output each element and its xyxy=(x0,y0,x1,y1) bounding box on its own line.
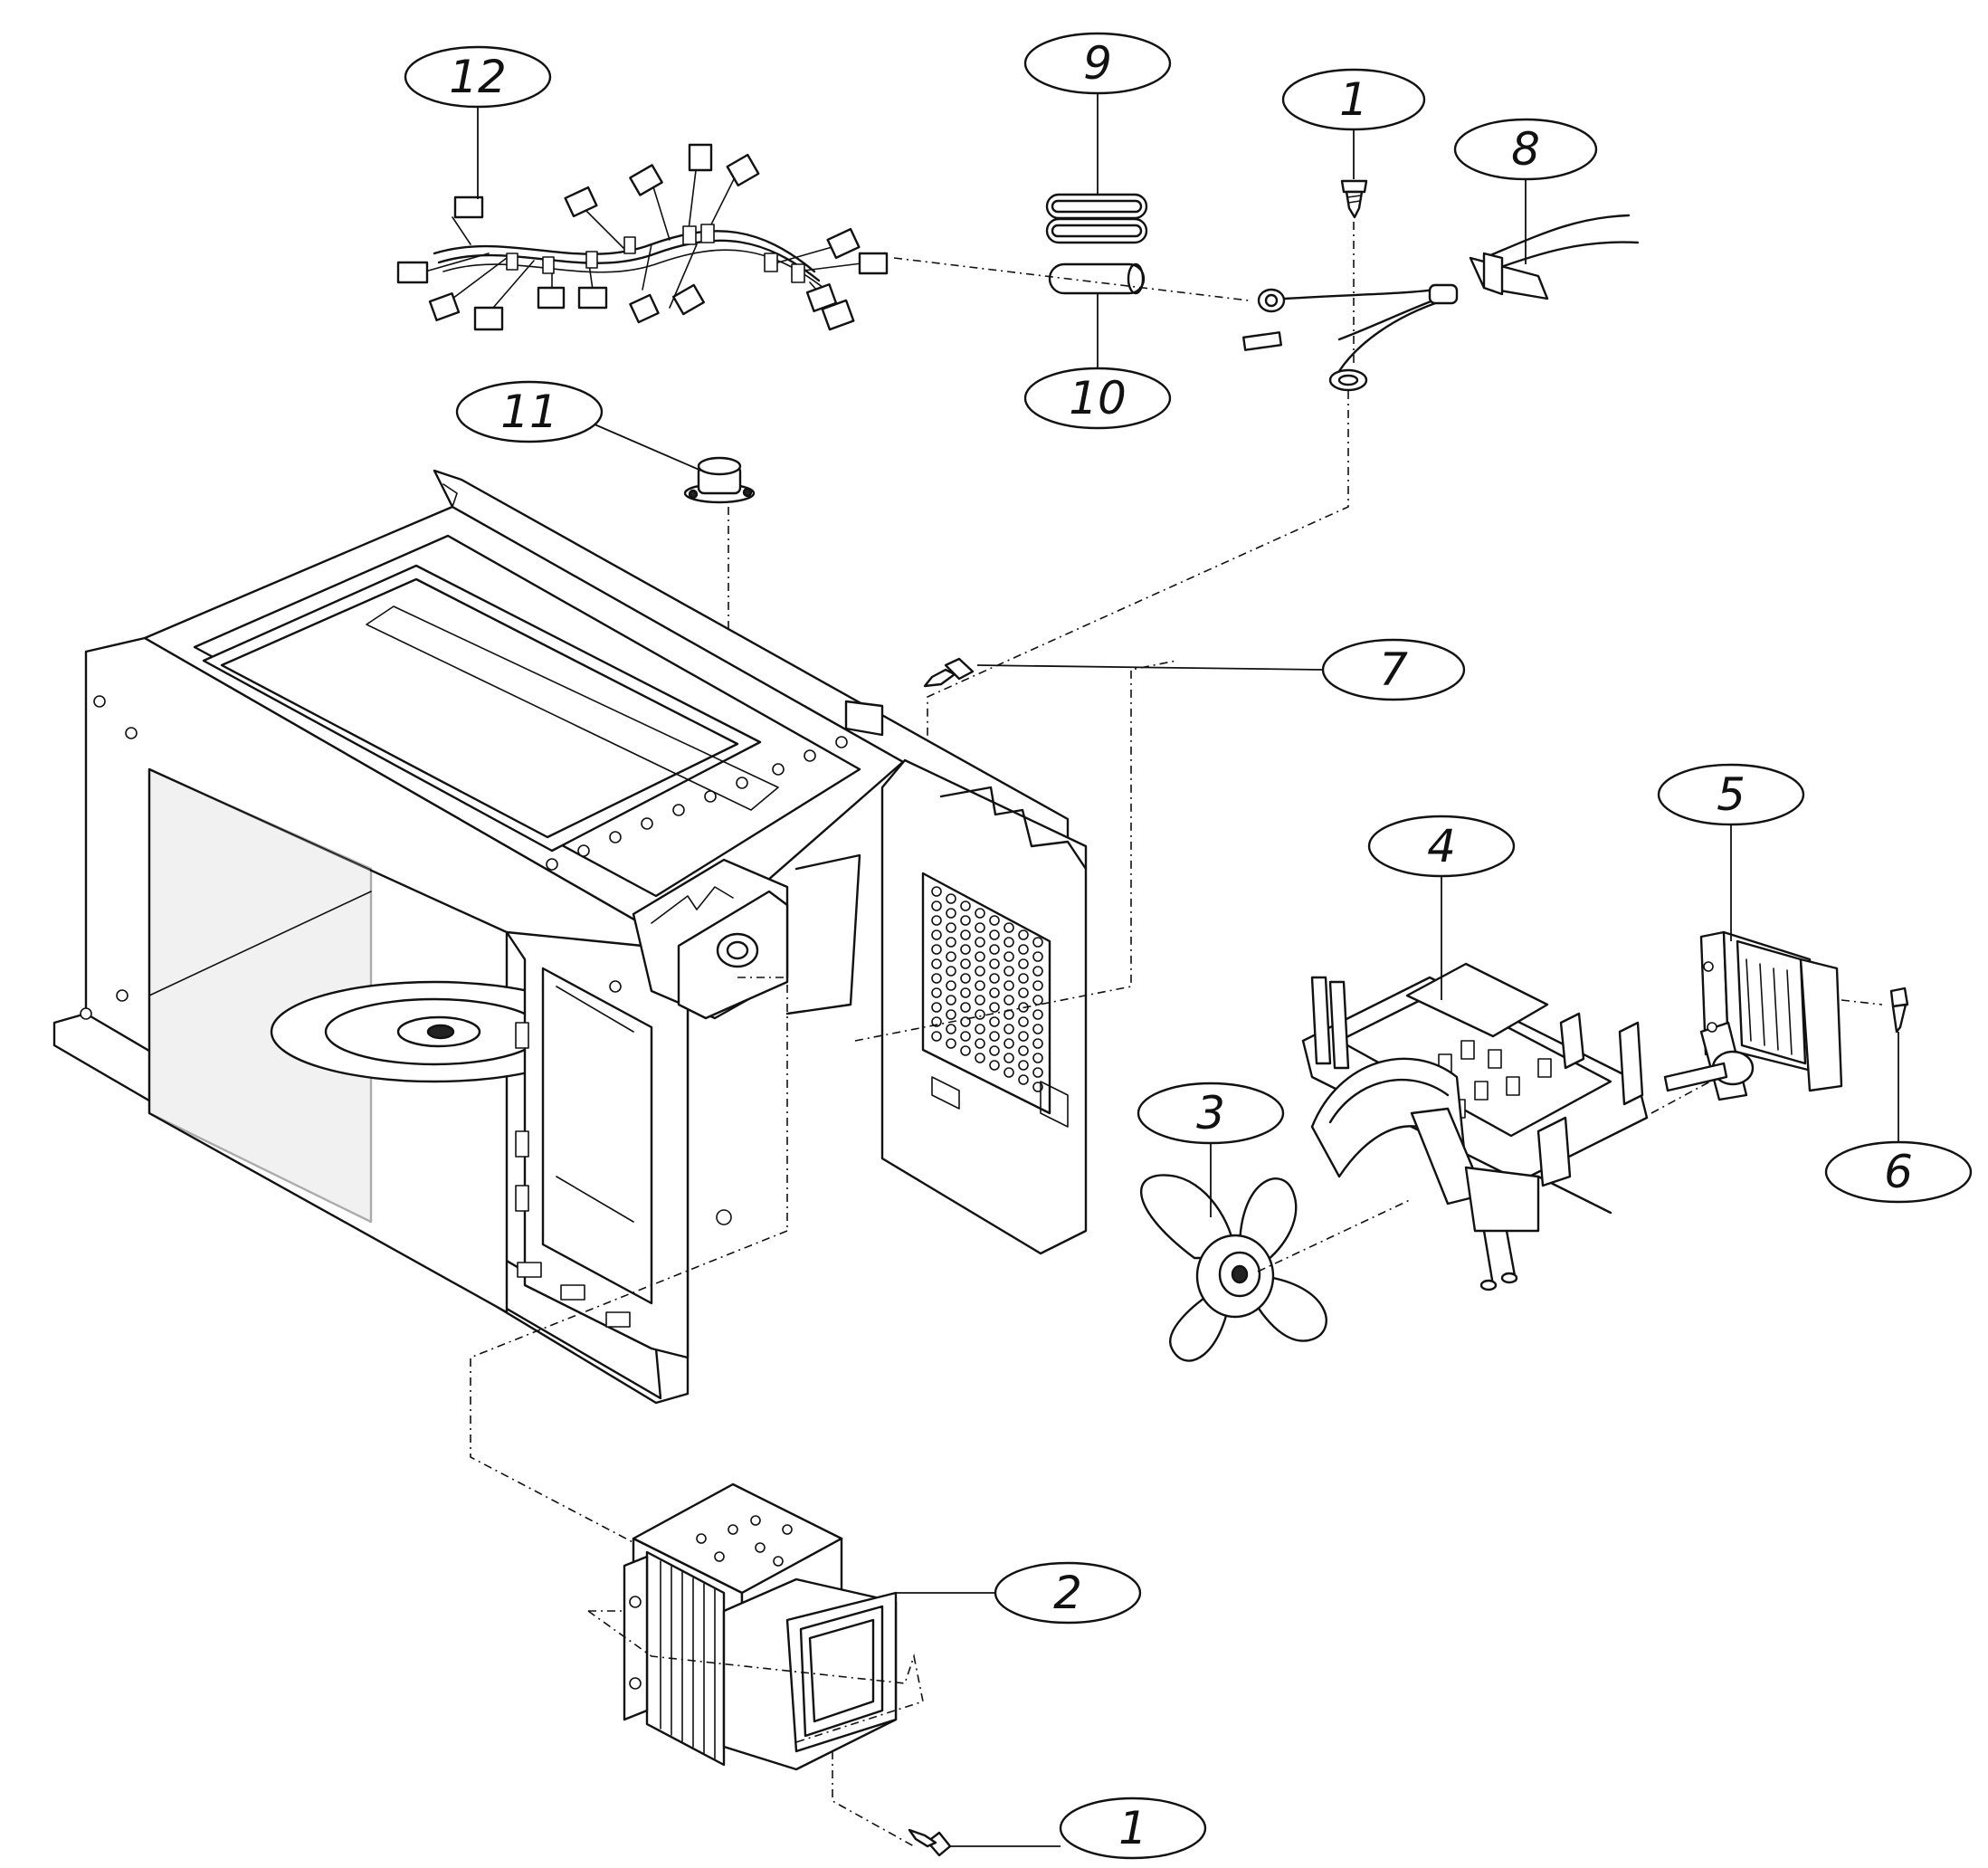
callout-12-label: 12 xyxy=(449,51,507,103)
callout-3: 3 xyxy=(1137,1082,1285,1145)
callout-6: 6 xyxy=(1824,1140,1973,1204)
callout-7-label: 7 xyxy=(1379,643,1408,696)
callout-10: 10 xyxy=(1023,367,1172,430)
callout-9: 9 xyxy=(1023,32,1172,95)
vent-grid xyxy=(931,886,1043,1092)
screw-7 xyxy=(923,657,975,688)
screw-6 xyxy=(1889,986,1909,1034)
callout-12: 12 xyxy=(404,45,552,109)
callout-2: 2 xyxy=(994,1561,1142,1625)
callout-7: 7 xyxy=(1321,638,1466,701)
fuse xyxy=(1048,262,1146,295)
callout-4-label: 4 xyxy=(1427,820,1456,872)
screw-bottom xyxy=(908,1828,952,1857)
callout-5: 5 xyxy=(1657,763,1805,826)
callout-11-label: 11 xyxy=(500,386,558,438)
power-cord xyxy=(1242,214,1640,392)
callout-2-label: 2 xyxy=(1053,1567,1082,1619)
thermostat xyxy=(683,456,756,504)
callout-1-bottom: 1 xyxy=(1059,1797,1207,1860)
callout-6-label: 6 xyxy=(1884,1146,1913,1198)
fan-motor xyxy=(1663,930,1843,1101)
callout-8: 8 xyxy=(1453,118,1598,181)
callout-8-label: 8 xyxy=(1511,123,1540,176)
callout-10-label: 10 xyxy=(1069,372,1127,424)
callout-1-top-label: 1 xyxy=(1339,73,1368,126)
callout-4: 4 xyxy=(1367,815,1516,878)
callout-1-bottom-label: 1 xyxy=(1118,1802,1147,1854)
fuse-holder xyxy=(1045,193,1148,244)
magnetron xyxy=(623,1482,898,1771)
wire-harness xyxy=(396,143,889,331)
callout-3-label: 3 xyxy=(1196,1087,1225,1139)
callout-1-top: 1 xyxy=(1281,68,1426,131)
fan-blade xyxy=(1140,1174,1327,1362)
oven-cavity xyxy=(52,469,1088,1405)
screw-top xyxy=(1340,179,1368,219)
callout-5-label: 5 xyxy=(1717,768,1745,821)
callout-9-label: 9 xyxy=(1083,37,1112,90)
fan-bracket xyxy=(1301,962,1649,1291)
callout-11: 11 xyxy=(455,380,604,443)
